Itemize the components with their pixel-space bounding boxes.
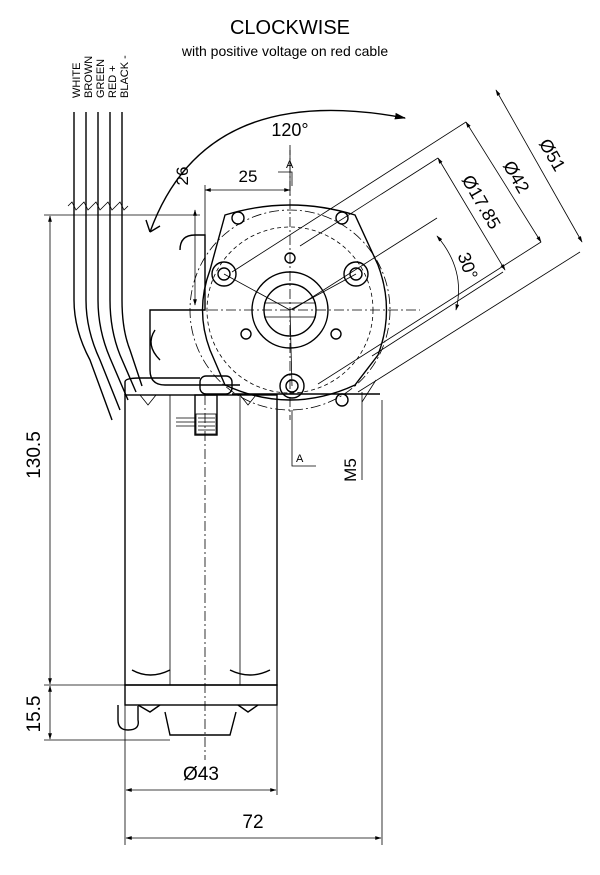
dim-72: 72	[125, 400, 383, 845]
subtitle-text: with positive voltage on red cable	[181, 43, 388, 59]
wire-bundle	[67, 112, 143, 421]
rotation-arrow	[149, 109, 407, 233]
gearbox-housing	[124, 234, 380, 395]
section-marks: A A	[278, 159, 316, 467]
dim-43-label: Ø43	[183, 764, 219, 785]
section-a-top: A	[286, 159, 294, 171]
dia-42-label: Ø42	[499, 157, 533, 196]
dim-26: 26	[173, 167, 197, 306]
dim-m5: M5	[341, 379, 377, 482]
dim-130: 130.5	[24, 214, 200, 686]
motor-body	[117, 394, 278, 760]
m5-label: M5	[341, 458, 360, 482]
flange	[189, 145, 420, 420]
dim-26-label: 26	[173, 167, 192, 186]
dim-25-label: 25	[239, 167, 258, 186]
dia-17-label: Ø17.85	[458, 171, 505, 232]
dim-72-label: 72	[242, 812, 263, 833]
dim-15: 15.5	[24, 685, 170, 741]
wire-label-green: GREEN	[95, 59, 107, 98]
rotation-arrow-tail	[145, 219, 161, 233]
wire-label-red: RED +	[107, 65, 119, 98]
section-a-bottom: A	[296, 453, 304, 465]
dim-15-label: 15.5	[24, 696, 45, 733]
wire-label-white: WHITE	[71, 63, 83, 98]
wire-labels: WHITE BROWN GREEN RED + BLACK -	[71, 55, 131, 98]
title-text: CLOCKWISE	[230, 17, 350, 39]
wire-label-brown: BROWN	[83, 56, 95, 98]
angle-30: 30°	[436, 235, 482, 311]
wire-label-black: BLACK -	[119, 55, 131, 98]
dim-130-label: 130.5	[24, 431, 45, 479]
dim-43: Ø43	[124, 685, 278, 845]
dim-25: 25	[204, 150, 291, 235]
angle-120-label: 120°	[271, 120, 308, 140]
